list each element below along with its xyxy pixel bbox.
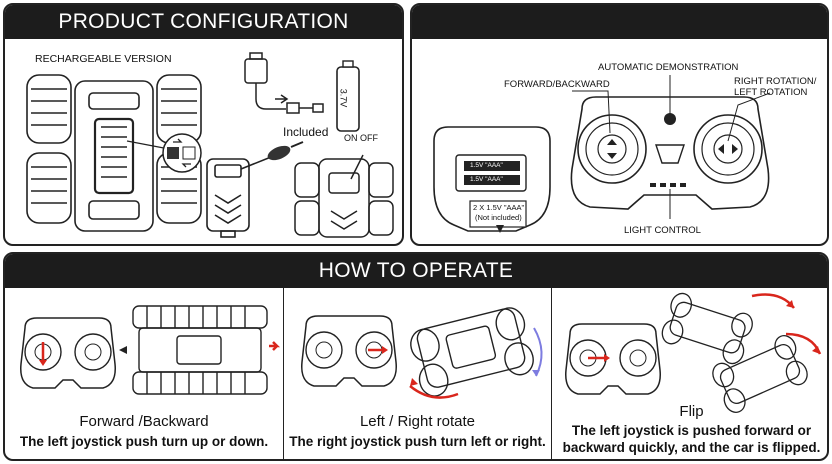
automatic-demonstration-label: AUTOMATIC DEMONSTRATION: [598, 62, 739, 73]
rechargeable-version-label: RECHARGEABLE VERSION: [35, 53, 172, 65]
battery-voltage-label: 3.7V: [338, 88, 349, 108]
included-label: Included: [283, 125, 329, 139]
step-2-title: Left / Right rotate: [359, 413, 476, 430]
on-off-switch-label: ON OFF: [344, 133, 378, 143]
forward-backward-label: FORWARD/BACKWARD: [504, 79, 610, 90]
callout-lines: [572, 75, 771, 142]
battery-slot-2-label: 1.5V "AAA": [470, 176, 503, 183]
step-1-title: Forward /Backward: [79, 413, 209, 430]
light-control-label: LIGHT CONTROL: [624, 225, 701, 236]
step-left-right-rotate: Left / Right rotate The right joystick p…: [284, 288, 552, 459]
car-forward-backward-illustration: [119, 305, 281, 395]
right-rotation-label: RIGHT ROTATION/: [734, 76, 817, 87]
how-to-operate-title: HOW TO OPERATE: [318, 259, 514, 282]
car-underside-illustration: [26, 74, 202, 232]
step-2-description: The right joystick push turn left or rig…: [289, 434, 546, 449]
product-configuration-title: PRODUCT CONFIGURATION: [58, 10, 349, 33]
how-to-operate-panel: HOW TO OPERATE Forward /Backward: [3, 252, 829, 461]
battery-slot-1-label: 1.5V "AAA": [470, 162, 503, 169]
how-to-operate-banner: HOW TO OPERATE: [5, 254, 827, 288]
left-rotation-label: LEFT ROTATION: [734, 87, 808, 98]
step-3-description-line-1: The left joystick is pushed forward or: [571, 423, 812, 438]
step-3-description-line-2: backward quickly, and the car is flipped…: [562, 440, 821, 455]
car-flip-illustration: [661, 292, 822, 413]
plug-zoom-icon: [162, 133, 202, 173]
step-forward-backward: Forward /Backward The left joystick push…: [5, 288, 284, 459]
step-flip: Flip The left joystick is pushed forward…: [552, 288, 827, 459]
controller-right-joystick-icon: [301, 315, 397, 387]
battery-icon: [336, 60, 360, 132]
battery-pack-illustration: [206, 158, 250, 238]
controller-back-illustration: [433, 126, 551, 233]
car-top-illustration: [294, 154, 394, 238]
controller-header-bar: [412, 5, 827, 39]
car-rotate-illustration: [409, 307, 543, 399]
controller-left-joystick-icon: [20, 317, 116, 389]
battery-requirement-label: 2 X 1.5V "AAA": [473, 203, 525, 212]
battery-not-included-label: (Not included): [475, 213, 522, 222]
controller-front-illustration: [570, 96, 770, 219]
step-1-description: The left joystick push turn up or down.: [19, 434, 269, 449]
controller-flip-joystick-icon: [565, 323, 661, 395]
screwdriver-icon: [240, 141, 304, 170]
product-configuration-banner: PRODUCT CONFIGURATION: [5, 5, 402, 39]
step-3-title: Flip: [679, 403, 704, 420]
usb-cable-illustration: [244, 52, 324, 114]
controller-diagram-panel: 1.5V "AAA" 1.5V "AAA" 2 X 1.5V "AAA" (No…: [410, 3, 829, 246]
product-configuration-panel: PRODUCT CONFIGURATION RECHARGEABLE VERSI…: [3, 3, 404, 246]
